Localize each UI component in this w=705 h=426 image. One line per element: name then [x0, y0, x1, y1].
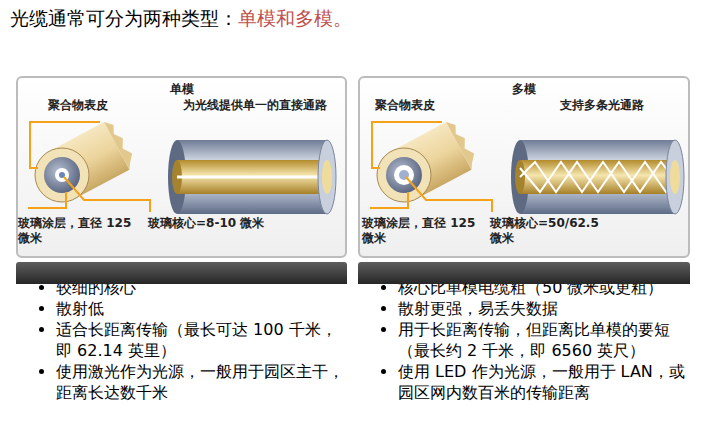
part-label: 玻璃涂层，直径 125 微米	[362, 216, 487, 246]
header-bar	[358, 262, 690, 284]
panel-heading: 多模	[360, 78, 688, 98]
bullet-item: 散射更强，易丢失数据	[398, 299, 690, 320]
panel-heading: 单模	[18, 78, 345, 98]
bullet-list: 较细的核心散射低适合长距离传输（最长可达 100 千米，即 62.14 英里）使…	[16, 278, 347, 404]
part-label: 聚合物表皮	[375, 98, 455, 113]
bullet-item: 散射低	[56, 299, 347, 320]
title-lead: 光缆通常可分为两种类型：	[10, 7, 238, 29]
bullet-item: 用于长距离传输，但距离比单模的要短（最长约 2 千米，即 6560 英尺）	[398, 320, 690, 362]
page-title: 光缆通常可分为两种类型：单模和多模。	[10, 6, 352, 32]
feature-list-box: 较细的核心散射低适合长距离传输（最长可达 100 千米，即 62.14 英里）使…	[16, 262, 347, 414]
part-label: 为光线提供单一的直接通路	[183, 98, 343, 113]
part-label: 玻璃核心=50/62.5 微米	[490, 216, 610, 246]
part-label: 玻璃涂层，直径 125 微米	[18, 216, 146, 246]
bullet-item: 适合长距离传输（最长可达 100 千米，即 62.14 英里）	[56, 320, 347, 362]
bullet-item: 使用激光作为光源，一般用于园区主干，距离长达数千米	[56, 362, 347, 404]
part-label: 玻璃核心=8-10 微米	[148, 216, 288, 231]
title-highlight: 单模和多模。	[238, 7, 352, 29]
feature-list-box: 核心比单模电缆粗（50 微米或更粗）散射更强，易丢失数据用于长距离传输，但距离比…	[358, 262, 690, 414]
bullet-item: 使用 LED 作为光源，一般用于 LAN，或园区网内数百米的传输距离	[398, 362, 690, 404]
part-label: 支持多条光通路	[560, 98, 675, 113]
part-label: 聚合物表皮	[48, 98, 128, 113]
bullet-list: 核心比单模电缆粗（50 微米或更粗）散射更强，易丢失数据用于长距离传输，但距离比…	[358, 278, 690, 404]
header-bar	[16, 262, 347, 284]
